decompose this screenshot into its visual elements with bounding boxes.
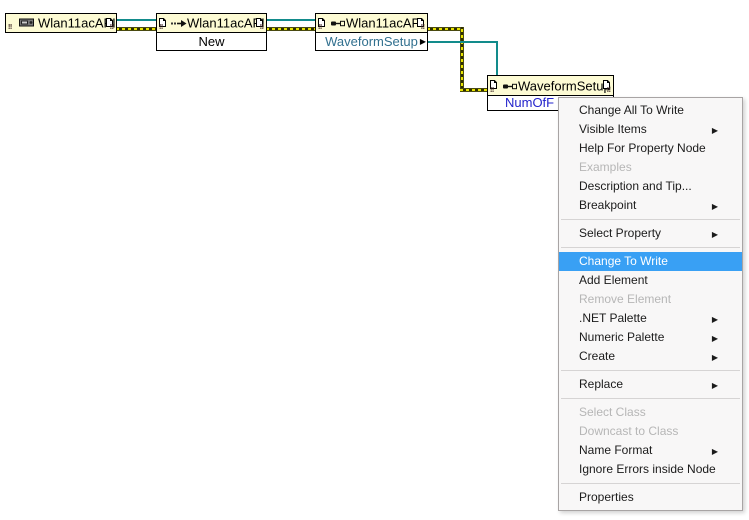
menu-separator	[561, 398, 740, 399]
error-in-terminal-icon[interactable]: ‼	[318, 24, 322, 31]
property-name: WaveformSetup	[325, 34, 418, 49]
reference-in-terminal-icon[interactable]	[159, 15, 166, 27]
error-out-terminal-icon[interactable]: ‼	[109, 24, 114, 31]
reference-in-terminal-icon[interactable]	[318, 15, 325, 27]
node-class-label: Wlan11acAPI	[38, 15, 116, 31]
property-node-header[interactable]: ‼ WaveformSetup ‼	[487, 75, 614, 96]
reference-out-terminal-icon[interactable]	[106, 15, 113, 27]
menu-item-remove-element: Remove Element	[579, 292, 672, 306]
property-name: NumOfF	[505, 95, 555, 110]
reference-wire[interactable]	[496, 41, 498, 76]
node-class-label: WaveformSetup	[518, 78, 611, 93]
property-row-waveformsetup[interactable]: WaveformSetup ▶	[315, 32, 428, 51]
menu-item-ignore-errors-inside-node[interactable]: Ignore Errors inside Node	[579, 462, 716, 476]
error-out-terminal-icon[interactable]: ‼	[606, 87, 611, 94]
menu-item-select-class: Select Class	[579, 405, 646, 419]
menu-item-change-to-write[interactable]: Change To Write	[559, 252, 742, 271]
reference-wire[interactable]	[266, 19, 316, 21]
error-wire[interactable]	[116, 27, 157, 31]
constructor-icon	[19, 16, 35, 31]
menu-item-replace[interactable]: Replace ▶	[559, 375, 742, 394]
reference-out-terminal-icon[interactable]	[256, 15, 263, 27]
menu-item-change-all-to-write[interactable]: Change All To Write	[579, 103, 684, 117]
reference-out-terminal-icon[interactable]	[417, 15, 424, 27]
submenu-arrow-icon: ▶	[711, 202, 718, 211]
menu-separator	[561, 483, 740, 484]
error-out-terminal-icon[interactable]: ‼	[420, 24, 425, 31]
error-in-terminal-icon[interactable]: ‼	[490, 87, 494, 94]
menu-item-dotnet-palette[interactable]: .NET Palette ▶	[559, 309, 742, 328]
menu-item-numeric-palette[interactable]: Numeric Palette ▶	[559, 328, 742, 347]
menu-item-downcast-to-class: Downcast to Class	[579, 424, 679, 438]
menu-item-name-format[interactable]: Name Format ▶	[559, 441, 742, 460]
reference-wire[interactable]	[116, 19, 157, 21]
invoke-node-header[interactable]: ‼ Wlan11acAPI ‼	[156, 13, 267, 33]
menu-item-visible-items[interactable]: Visible Items ▶	[559, 120, 742, 139]
menu-item-breakpoint[interactable]: Breakpoint ▶	[559, 196, 742, 215]
submenu-arrow-icon: ▶	[711, 315, 718, 324]
error-in-terminal-icon[interactable]: ‼	[8, 24, 12, 31]
menu-separator	[561, 219, 740, 220]
menu-item-description-and-tip[interactable]: Description and Tip...	[579, 179, 692, 193]
menu-item-examples: Examples	[579, 160, 632, 174]
method-name: New	[198, 34, 225, 49]
invoke-method-icon	[171, 16, 187, 31]
error-wire[interactable]	[460, 27, 464, 92]
menu-item-help-for-property-node[interactable]: Help For Property Node	[579, 141, 706, 155]
node-class-label: Wlan11acAPI	[187, 15, 265, 31]
menu-item-properties[interactable]: Properties	[579, 490, 634, 504]
menu-item-select-property[interactable]: Select Property ▶	[559, 224, 742, 243]
property-node-icon	[331, 16, 345, 31]
property-node-header[interactable]: ‼ Wlan11acAPI ‼	[315, 13, 428, 33]
submenu-arrow-icon: ▶	[711, 334, 718, 343]
invoke-method-row[interactable]: New	[156, 32, 267, 51]
property-node-icon	[503, 78, 517, 93]
context-menu: Change All To Write Visible Items ▶ Help…	[558, 97, 743, 511]
menu-item-add-element[interactable]: Add Element	[579, 273, 648, 287]
error-wire[interactable]	[460, 88, 488, 92]
submenu-arrow-icon: ▶	[711, 230, 718, 239]
menu-separator	[561, 370, 740, 371]
constructor-node[interactable]: ‼ Wlan11acAPI ‼	[5, 13, 117, 33]
submenu-arrow-icon: ▶	[711, 353, 718, 362]
property-output-arrow-icon[interactable]: ▶	[419, 36, 426, 46]
reference-in-terminal-icon[interactable]	[490, 77, 497, 89]
node-class-label: Wlan11acAPI	[346, 15, 424, 31]
reference-out-terminal-icon[interactable]	[603, 77, 610, 89]
error-out-terminal-icon[interactable]: ‼	[259, 24, 264, 31]
reference-wire[interactable]	[427, 41, 498, 43]
menu-item-create[interactable]: Create ▶	[559, 347, 742, 366]
error-wire[interactable]	[266, 27, 316, 31]
error-in-terminal-icon[interactable]: ‼	[159, 24, 163, 31]
menu-separator	[561, 247, 740, 248]
error-wire[interactable]	[427, 27, 464, 31]
submenu-arrow-icon: ▶	[711, 126, 718, 135]
submenu-arrow-icon: ▶	[711, 381, 718, 390]
submenu-arrow-icon: ▶	[711, 447, 718, 456]
